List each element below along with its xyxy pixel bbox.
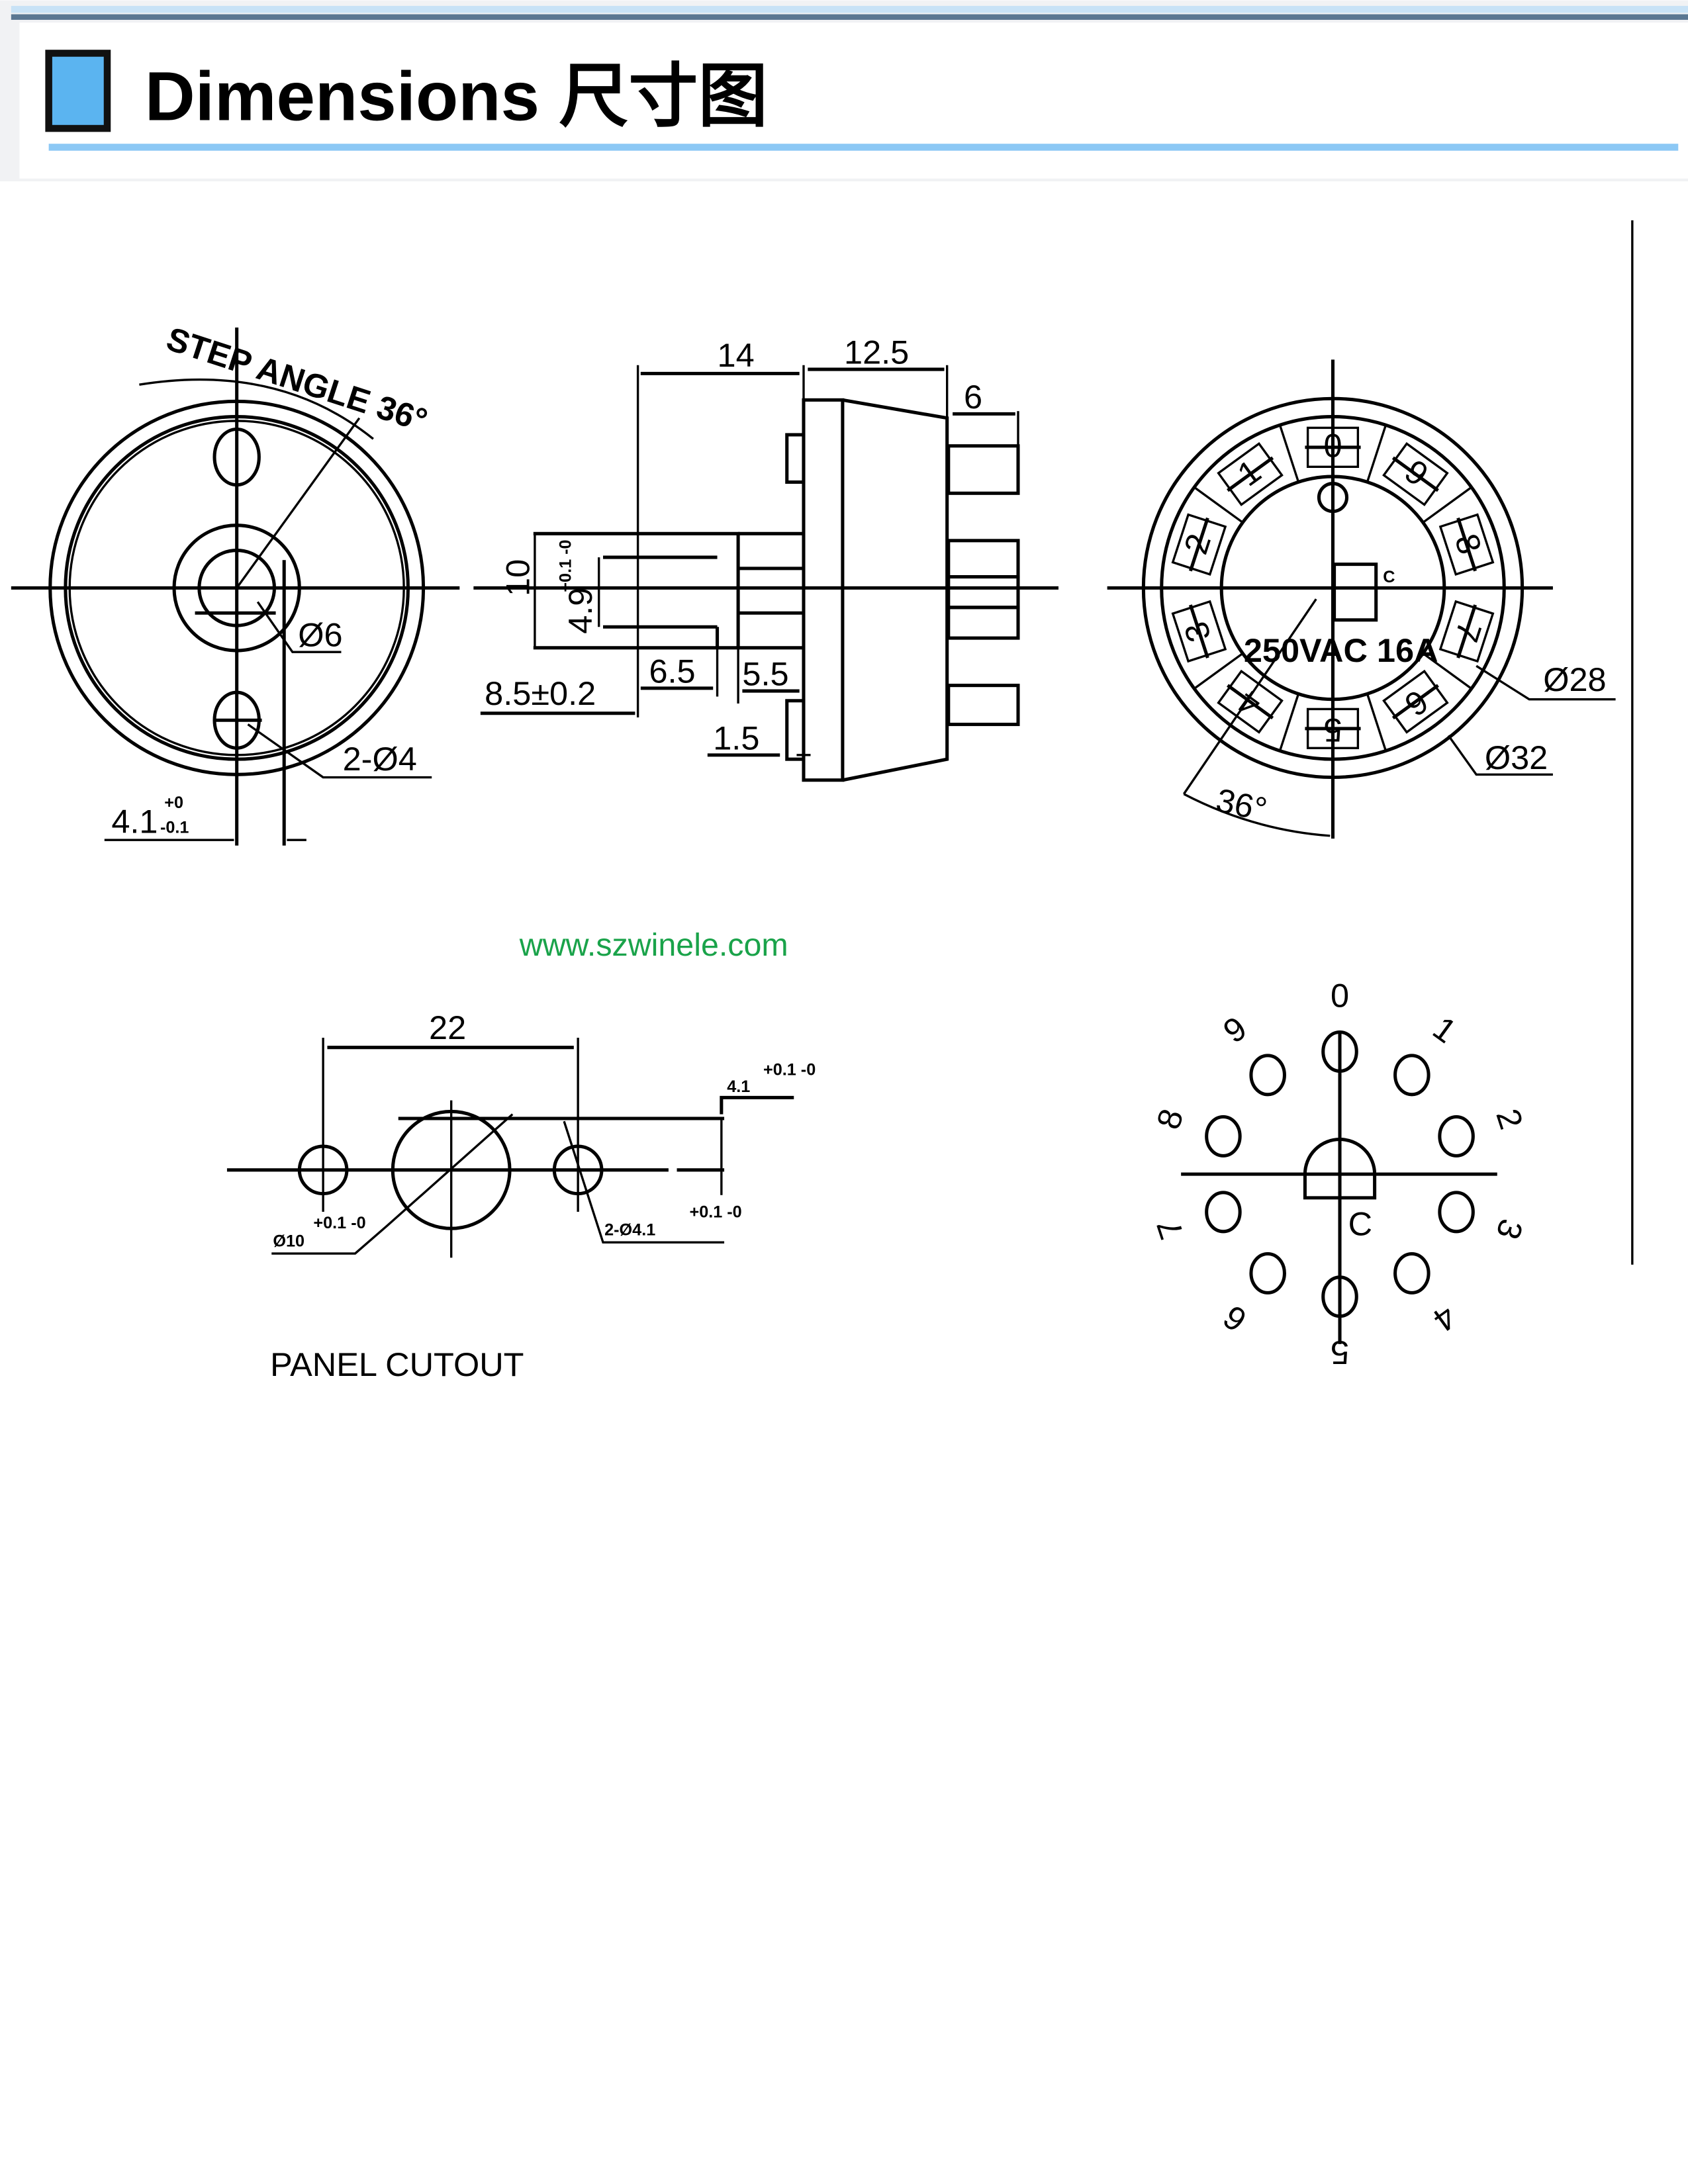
position-label: 8: [1149, 1105, 1191, 1134]
terminal-number: 3: [1176, 617, 1218, 647]
d32-label: Ø32: [1485, 739, 1548, 776]
side-view: 14 12.5 6 10 4.9 +0.1 -0 6.5 5.5 8.5±0.2…: [473, 334, 1059, 782]
dim-6: 6: [964, 378, 982, 416]
terminal-divider: [1278, 693, 1300, 752]
position-label: 7: [1149, 1214, 1191, 1244]
terminal-divider: [1194, 486, 1244, 523]
position-label: 1: [1427, 1009, 1464, 1050]
rating-label: 250VAC 16A: [1244, 631, 1438, 669]
terminal-0: 0: [1305, 427, 1361, 469]
position-label: 9: [1216, 1009, 1253, 1050]
terminal-divider: [1422, 486, 1472, 523]
side-holes-label: 2-Ø4.1: [604, 1221, 655, 1240]
dim-14: 14: [718, 336, 755, 374]
side-holes-tol: +0.1 -0: [689, 1203, 741, 1221]
d28-label: Ø28: [1543, 660, 1606, 698]
position-hole-5: [1321, 1275, 1358, 1318]
header-rule: [48, 144, 1679, 151]
position-hole-7: [1205, 1191, 1242, 1234]
front-view: STEP ANGLE 36° Ø6 2-Ø4 4.1 +0 -0.1: [11, 320, 460, 846]
position-layout: C 0 1 2 3 4 5 6 7 8 9: [1149, 977, 1530, 1372]
dim-22: 22: [429, 1009, 466, 1046]
terminal-number: 0: [1323, 427, 1342, 465]
terminal-3: 3: [1171, 600, 1227, 663]
position-label: 0: [1331, 977, 1349, 1015]
holes-label: 2-Ø4: [343, 740, 417, 778]
position-hole-9: [1249, 1054, 1286, 1097]
offset-label: 4.1: [111, 803, 158, 841]
layout-common-label: C: [1348, 1205, 1372, 1243]
dim-4-9: 4.9: [561, 588, 599, 634]
terminal-number: 7: [1448, 617, 1489, 647]
dim-12-5: 12.5: [844, 334, 909, 371]
position-hole-6: [1249, 1251, 1286, 1295]
position-label: 4: [1427, 1298, 1464, 1340]
dim-4-1: 4.1: [727, 1077, 750, 1096]
terminal-divider: [1194, 652, 1244, 690]
center-hole-label: Ø10: [273, 1232, 305, 1251]
dim-5-5: 5.5: [742, 655, 788, 693]
angle-label: 36°: [1213, 781, 1270, 829]
terminal-number: 5: [1323, 711, 1342, 749]
shaft-diameter-label: Ø6: [298, 616, 342, 654]
terminal-8: 8: [1438, 513, 1495, 576]
position-hole-4: [1393, 1251, 1430, 1295]
position-label: 3: [1489, 1214, 1530, 1244]
terminal-5: 5: [1305, 707, 1361, 749]
center-hole-tol: +0.1 -0: [313, 1214, 365, 1232]
position-hole-8: [1205, 1115, 1242, 1158]
dim-8-5: 8.5±0.2: [485, 674, 596, 712]
position-hole-3: [1438, 1191, 1475, 1234]
terminal-divider: [1422, 652, 1472, 690]
dim-4-9-tol: +0.1 -0: [557, 539, 575, 592]
website-url[interactable]: www.szwinele.com: [519, 927, 788, 963]
panel-cutout: 22 4.1 +0.1 -0 Ø10 +0.1 -0 2-Ø4.1 +0.1 -…: [226, 1009, 816, 1383]
terminal-2: 2: [1171, 513, 1227, 576]
dim-1-5: 1.5: [713, 719, 759, 756]
terminal-7: 7: [1438, 600, 1495, 663]
position-hole-2: [1438, 1115, 1475, 1158]
offset-tol-upper: +0: [164, 794, 183, 812]
position-hole-1: [1393, 1054, 1430, 1097]
dim-10: 10: [499, 559, 537, 596]
panel-cutout-title: PANEL CUTOUT: [270, 1345, 524, 1383]
position-label: 2: [1489, 1105, 1530, 1134]
terminal-number: 9: [1398, 452, 1435, 494]
page-title: Dimensions 尺寸图: [145, 58, 768, 135]
dim-4-1-tol: +0.1 -0: [763, 1061, 816, 1079]
position-label: 5: [1331, 1334, 1349, 1372]
position-hole-0: [1321, 1030, 1358, 1073]
header-square-icon: [45, 50, 111, 132]
header: Dimensions 尺寸图: [0, 0, 1688, 182]
dim-6-5: 6.5: [649, 652, 695, 690]
terminal-divider: [1278, 424, 1300, 482]
common-label: C: [1383, 568, 1395, 586]
terminal-divider: [1366, 424, 1387, 482]
terminal-number: 6: [1398, 682, 1435, 724]
position-label: 6: [1216, 1298, 1253, 1340]
terminal-number: 1: [1231, 452, 1268, 494]
terminal-divider: [1366, 693, 1387, 752]
offset-tol-lower: -0.1: [160, 819, 189, 837]
